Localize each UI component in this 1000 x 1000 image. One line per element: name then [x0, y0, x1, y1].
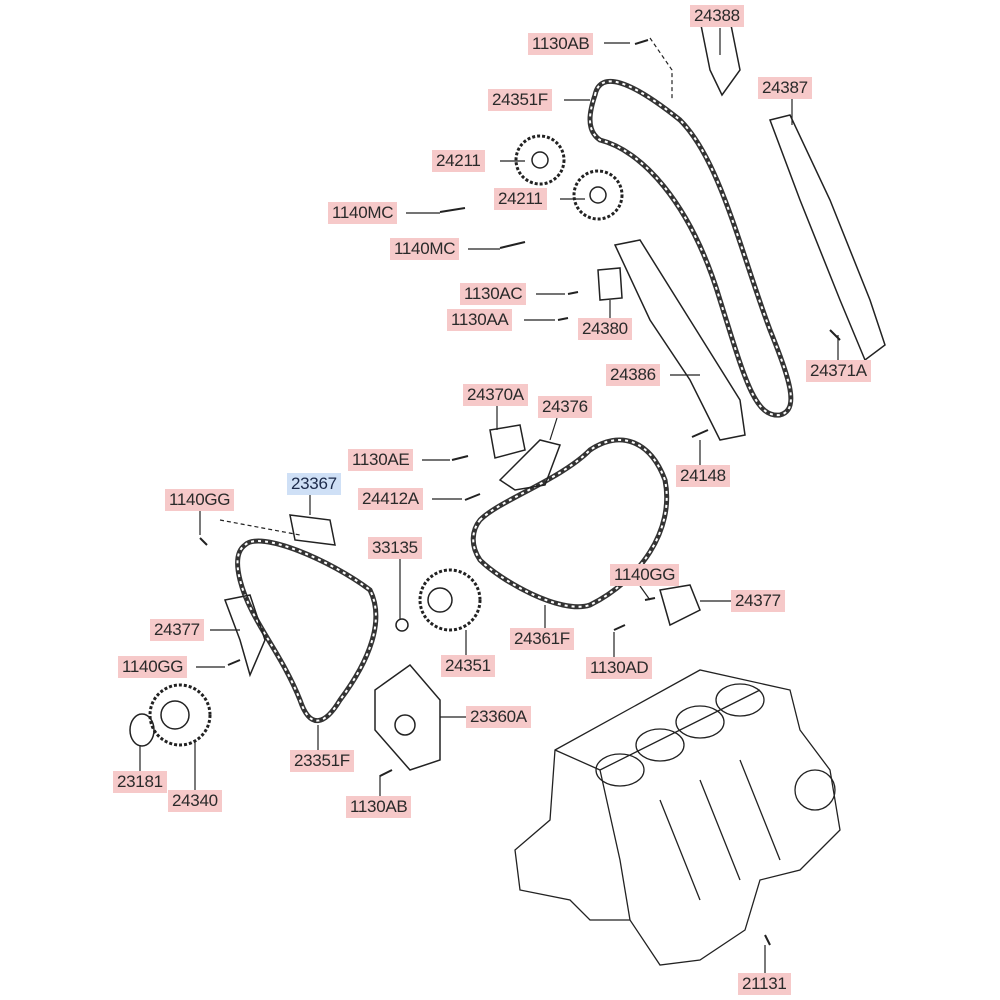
part-label-24376[interactable]: 24376	[538, 396, 592, 418]
part-label-1130AB[interactable]: 1130AB	[528, 33, 594, 55]
part-label-24371A[interactable]: 24371A	[806, 360, 871, 382]
part-label-1130AD[interactable]: 1130AD	[586, 657, 653, 679]
tensioners	[223, 267, 701, 771]
part-label-24412A[interactable]: 24412A	[358, 488, 423, 510]
part-label-1130AC[interactable]: 1130AC	[460, 283, 527, 305]
bolts	[199, 39, 841, 946]
part-label-1130AE[interactable]: 1130AE	[348, 449, 414, 471]
part-label-24370A[interactable]: 24370A	[463, 384, 528, 406]
part-label-23367-selected[interactable]: 23367	[287, 473, 341, 495]
part-label-24351[interactable]: 24351	[441, 655, 495, 677]
part-label-23360A[interactable]: 23360A	[466, 706, 531, 728]
part-label-24388[interactable]: 24388	[690, 5, 744, 27]
part-label-1140GG[interactable]: 1140GG	[118, 656, 188, 678]
part-label-24377[interactable]: 24377	[150, 619, 204, 641]
part-label-24340[interactable]: 24340	[168, 790, 222, 812]
part-label-24377[interactable]: 24377	[731, 590, 785, 612]
part-label-24361F[interactable]: 24361F	[510, 628, 574, 650]
part-label-24211[interactable]: 24211	[432, 150, 485, 172]
part-label-33135[interactable]: 33135	[368, 537, 422, 559]
part-label-21131[interactable]: 21131	[738, 973, 791, 995]
sprockets	[129, 134, 624, 747]
part-label-1130AA[interactable]: 1130AA	[447, 309, 513, 331]
part-label-24351F[interactable]: 24351F	[488, 89, 552, 111]
part-label-24380[interactable]: 24380	[578, 318, 632, 340]
part-label-1140GG[interactable]: 1140GG	[165, 489, 235, 511]
part-label-23181[interactable]: 23181	[113, 771, 167, 793]
part-label-24211[interactable]: 24211	[494, 188, 547, 210]
part-label-24148[interactable]: 24148	[676, 465, 730, 487]
part-label-1130AB[interactable]: 1130AB	[346, 796, 412, 818]
lower-timing-chain	[235, 538, 379, 724]
part-label-23351F[interactable]: 23351F	[290, 750, 354, 772]
middle-timing-chain	[470, 437, 670, 610]
part-label-24386[interactable]: 24386	[606, 364, 660, 386]
leader-lines	[139, 28, 839, 973]
part-label-24387[interactable]: 24387	[758, 77, 812, 99]
part-label-1140MC[interactable]: 1140MC	[328, 202, 398, 224]
upper-timing-chain	[587, 78, 794, 418]
part-label-1140GG[interactable]: 1140GG	[610, 564, 680, 586]
engine-block	[514, 669, 841, 966]
part-label-1140MC[interactable]: 1140MC	[390, 238, 460, 260]
